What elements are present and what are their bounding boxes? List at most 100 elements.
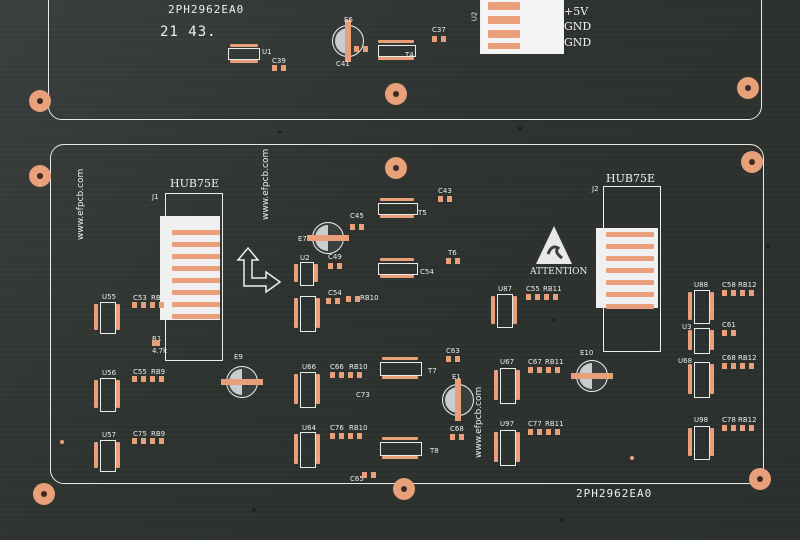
cap-pads	[722, 330, 736, 336]
ic-pins	[710, 292, 714, 320]
top-ref-e6: E6	[344, 16, 353, 24]
res-pads	[348, 372, 362, 378]
ic-pins	[380, 198, 414, 201]
ref-c53: C53	[133, 294, 147, 302]
watermark-url: www.efpcb.com	[474, 386, 484, 458]
ref-rb10b: RB10	[349, 363, 368, 371]
cap-pads	[272, 65, 286, 71]
ref-u64: U64	[302, 424, 317, 432]
ic-t5	[378, 203, 418, 215]
ref-rb9: RB9	[151, 294, 166, 302]
hub-pin-row	[172, 230, 220, 235]
ic-pins	[230, 44, 258, 47]
ic-pins	[513, 296, 517, 324]
ic-u2	[300, 262, 314, 286]
ref-c54: C54	[328, 289, 342, 297]
hub-pin-row	[606, 280, 654, 285]
ref-c63: C63	[446, 347, 460, 355]
ref-c68: C68	[450, 425, 464, 433]
ref-c45: C45	[350, 212, 364, 220]
ref-u3: U3	[682, 323, 692, 331]
ref-rb9b: RB9	[151, 368, 166, 376]
ic-u68	[694, 362, 710, 398]
ref-u56: U56	[102, 369, 117, 377]
ic-pins	[491, 296, 495, 324]
ref-t6: C54	[420, 268, 434, 276]
ic-pins	[688, 428, 692, 456]
ic-pins	[94, 442, 98, 468]
ic-pins	[382, 376, 418, 379]
cap-pads	[330, 372, 344, 378]
ref-e1: E1	[452, 373, 461, 381]
top-ref-c41: C41	[336, 60, 350, 68]
top-part-number: 2PH2962EA0	[168, 3, 245, 16]
ic-pins	[380, 215, 414, 218]
ic-u67	[500, 368, 516, 404]
hub-pin-row	[172, 266, 220, 271]
ref-t5: T5	[418, 209, 427, 217]
ref-u98: U98	[694, 416, 709, 424]
mounting-hole-tab	[29, 90, 51, 112]
cap-pads	[132, 376, 146, 382]
watermark-url: www.efpcb.com	[261, 148, 271, 220]
via	[252, 508, 256, 512]
cap-pads	[722, 363, 736, 369]
cap-pads	[722, 290, 736, 296]
cap-pads	[528, 367, 542, 373]
cap-pads	[132, 438, 146, 444]
ic-pins	[294, 374, 298, 404]
ref-c55b: C55	[526, 285, 540, 293]
res-pads	[546, 367, 560, 373]
mounting-hole-tab	[29, 165, 51, 187]
ic-t6	[378, 263, 418, 275]
ref-u87: U87	[498, 285, 513, 293]
ref-c77: C77	[528, 420, 542, 428]
ref-c73: C73	[356, 391, 370, 399]
ref-c75: C75	[133, 430, 147, 438]
hub75e-right-label: HUB75E	[606, 172, 655, 185]
top-ic-t4	[378, 45, 416, 57]
ic-pins	[294, 264, 298, 282]
cap-pads	[330, 433, 344, 439]
cap-pads	[450, 434, 464, 440]
top-ref-t4: T4	[405, 51, 414, 59]
hub75e-left-ref: J1	[152, 193, 159, 201]
cap-pads	[328, 263, 342, 269]
mounting-hole-tab	[385, 83, 407, 105]
ic-pins	[230, 60, 258, 63]
ic-pins	[378, 40, 414, 43]
ic-t7	[380, 362, 422, 376]
ref-c49: C49	[328, 253, 342, 261]
ref-rb12b: RB12	[738, 354, 757, 362]
bottom-part-number: 2PH2962EA0	[576, 487, 653, 500]
ref-e9: E9	[234, 353, 243, 361]
ic-u57	[100, 440, 116, 472]
ic-pins	[382, 437, 418, 440]
hub-pin-row	[606, 292, 654, 297]
res-pads	[546, 429, 560, 435]
cap-pads	[446, 356, 460, 362]
top-datecode: 21 43.	[160, 24, 217, 40]
via	[518, 126, 522, 130]
hub-pin-row	[606, 232, 654, 237]
res-pads	[348, 433, 362, 439]
ic-pins	[314, 264, 318, 282]
power-label-gnd-2: GND	[564, 36, 592, 49]
cap-pads	[528, 429, 542, 435]
ref-c61: C61	[722, 321, 736, 329]
hub-pin-row	[172, 254, 220, 259]
ref-u2: U2	[300, 254, 310, 262]
ic-pins	[494, 432, 498, 462]
res-pads	[150, 302, 164, 308]
top-electrolytic-cap	[332, 20, 364, 62]
ic-pins	[710, 330, 714, 350]
electrolytic-cap-e7	[307, 222, 349, 254]
cap-pads	[350, 224, 364, 230]
ref-u88: U88	[694, 281, 709, 289]
ic-t8	[380, 442, 422, 456]
ic-pins	[316, 434, 320, 464]
ref-e7: E7	[298, 235, 307, 243]
ref-c68b: C68	[722, 354, 736, 362]
ic-pins	[116, 304, 120, 330]
ic-u97	[500, 430, 516, 466]
